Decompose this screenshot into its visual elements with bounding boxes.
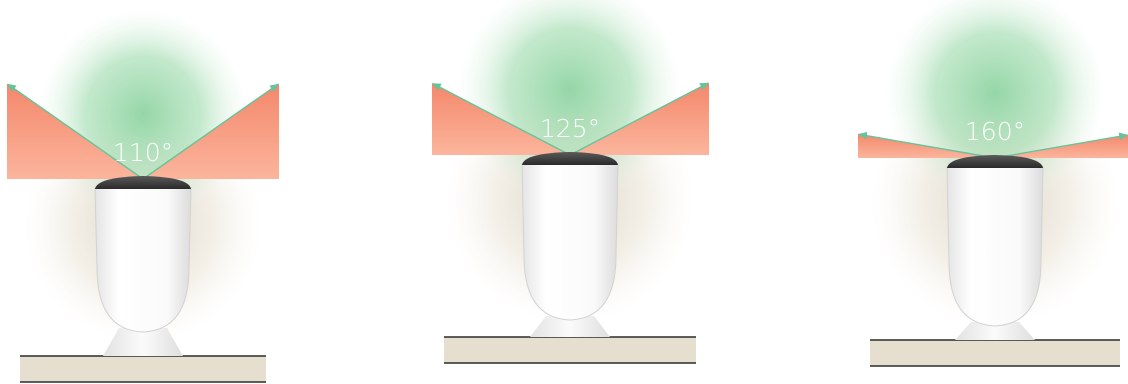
camera-device-icon <box>94 176 192 356</box>
base-plate <box>20 356 266 382</box>
view-125: 125° <box>432 0 709 364</box>
device-stand <box>103 328 183 356</box>
right-fov-arrow <box>142 83 279 180</box>
left-fov-arrow <box>7 83 144 180</box>
device-lens-cap <box>522 152 618 165</box>
device-body <box>94 187 192 333</box>
device-stand <box>530 316 610 337</box>
camera-device-icon <box>521 152 619 337</box>
view-110: 110° <box>7 9 279 383</box>
device-body <box>946 166 1044 327</box>
device-stand <box>955 322 1035 340</box>
device-lens-cap <box>95 176 191 189</box>
base-plate <box>444 337 696 363</box>
base-plate <box>870 340 1120 366</box>
right-fov-arrow <box>569 82 709 156</box>
left-fov-arrow <box>432 83 571 156</box>
angle-label: 110° <box>113 138 173 167</box>
device-body <box>521 163 619 321</box>
device-lens-cap <box>947 155 1043 168</box>
angle-label: 125° <box>540 114 600 143</box>
camera-device-icon <box>946 155 1044 340</box>
view-160: 160° <box>858 0 1128 367</box>
angle-label: 160° <box>965 117 1025 146</box>
left-fov-arrow <box>858 131 996 159</box>
right-fov-arrow <box>994 132 1128 159</box>
